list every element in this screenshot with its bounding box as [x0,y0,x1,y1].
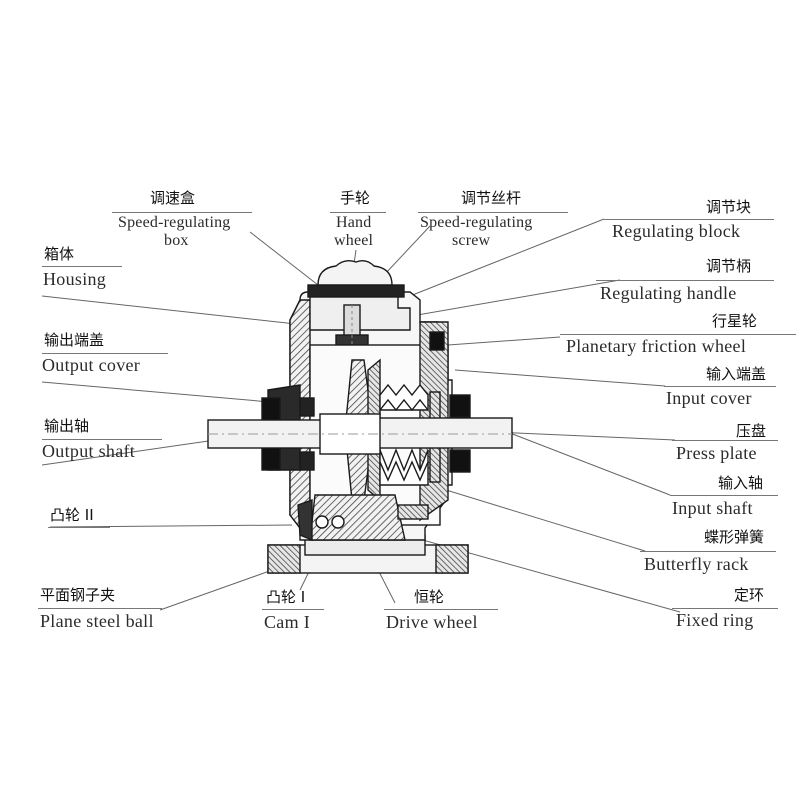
fixed-ring-label-en: Fixed ring [676,610,754,630]
housing-label-en: Housing [43,269,107,289]
speed-regulating-screw-label-en2: screw [452,232,491,249]
leader-planetary-friction-wheel [447,336,561,346]
leader-cam-ii [49,524,293,528]
leader-lines [41,218,681,613]
underline [664,386,776,387]
leader-input-cover [454,369,666,387]
regulating-block-label-en: Regulating block [612,221,741,241]
speed-regulating-screw-label-en: Speed-regulating [420,214,533,231]
underline [418,212,568,213]
regulating-handle-label-en: Regulating handle [600,283,737,303]
cam-ii-label-cn: 凸轮 II [50,506,94,524]
plane-steel-ball [315,515,329,529]
input-bearing-top [449,394,471,418]
hand-wheel-label-cn: 手轮 [340,189,371,207]
cam-ii [297,499,313,542]
cam-i-label-en: Cam I [264,612,310,632]
base-foot [267,534,469,574]
reducer-assembly [207,259,513,574]
input-shaft-label-en: Input shaft [672,498,753,518]
underline [560,334,796,335]
input-cover-label-cn: 输入端盖 [706,365,767,383]
fixed-ring [397,504,429,520]
speed-regulating-box-cap [307,284,405,298]
underline [604,219,774,220]
speed-regulating-box-label-cn: 调速盒 [150,189,196,207]
regulating-block-label-cn: 调节块 [706,198,752,216]
planetary-friction-wheel-label-cn: 行星轮 [712,312,758,330]
underline [672,608,778,609]
speed-regulating-screw-label-cn: 调节丝杆 [461,189,522,207]
speed-regulating-box-label-en2: box [164,232,189,249]
hand-wheel-label-en: Hand [336,214,372,231]
leader-regulating-block [399,218,605,301]
input-cover-label-en: Input cover [666,388,752,408]
leader-housing [41,295,306,326]
input-shaft [371,417,513,449]
drive-wheel-label-en: Drive wheel [386,612,478,632]
underline [640,551,776,552]
press-plate-label-en: Press plate [676,443,757,463]
underline [112,212,252,213]
butterfly-spring-bottom [379,448,429,486]
output-cover-bolt-bottom [261,447,281,471]
underline [42,266,122,267]
plane-steel-ball-label-en: Plane steel ball [40,611,154,631]
output-bearing-top [299,397,315,417]
leader-input-shaft [509,432,671,496]
leader-speed-regulating-box [249,231,319,286]
planetary-friction-wheel-label-en: Planetary friction wheel [566,336,747,356]
leader-plane-steel-ball [159,567,279,611]
input-shaft-label-cn: 输入轴 [718,474,764,492]
output-cover-label-en: Output cover [42,355,141,375]
drive-wheel-label-cn: 恒轮 [414,588,445,606]
fixed-ring-label-cn: 定环 [734,586,765,604]
underline [672,440,778,441]
underline [596,280,774,281]
underline [330,212,386,213]
input-bearing-bottom [449,449,471,473]
output-bearing-bottom [299,451,315,471]
housing-label-cn: 箱体 [44,245,75,263]
output-shaft-label-cn: 输出轴 [44,417,90,435]
cam-i-label-cn: 凸轮 I [266,588,306,606]
underline [42,439,162,440]
underline [48,527,110,528]
output-cover-bolt-top [261,397,281,421]
input-cover-bolt-top [429,331,445,351]
underline [384,609,498,610]
speed-regulating-box-label-en: Speed-regulating [118,214,231,231]
butterfly-rack-label-cn: 蝶形弹簧 [704,528,765,546]
hand-wheel [317,259,393,286]
regulating-handle-label-cn: 调节柄 [706,257,752,275]
leader-regulating-handle [399,279,621,319]
press-plate-label-cn: 压盘 [736,422,767,440]
plane-steel-ball-2 [331,515,345,529]
underline [42,353,168,354]
underline [262,609,324,610]
leader-output-cover [41,381,271,403]
underline [670,495,778,496]
plane-steel-ball-label-cn: 平面钢子夹 [40,586,116,604]
butterfly-spring-top [379,383,429,412]
leader-butterfly-rack [419,481,646,552]
output-cover-label-cn: 输出端盖 [44,331,105,349]
butterfly-rack-label-en: Butterfly rack [644,554,749,574]
underline [38,608,162,609]
hand-wheel-label-en2: wheel [334,232,374,249]
output-shaft-label-en: Output shaft [42,441,136,461]
